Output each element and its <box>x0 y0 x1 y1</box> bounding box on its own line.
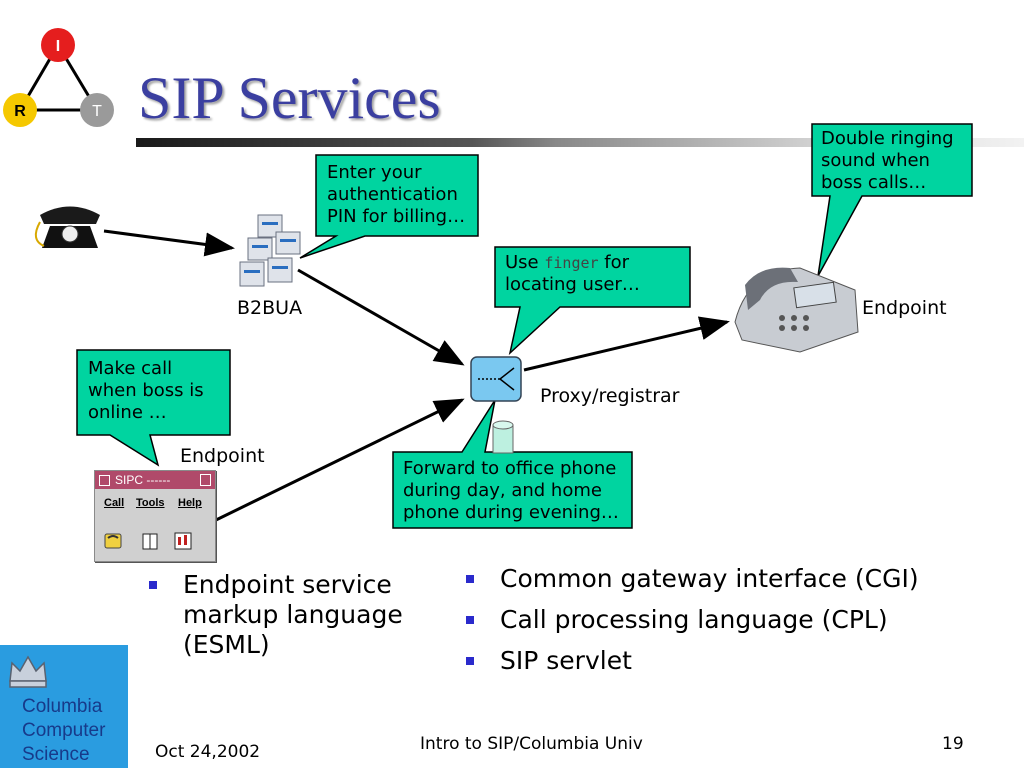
callout-pin: Enter your authentication PIN for billin… <box>327 162 465 228</box>
title-rule-light <box>556 138 1024 147</box>
label-endpoint-left: Endpoint <box>180 445 265 467</box>
sipc-titlebar: SIPC ------ <box>95 471 215 489</box>
callout-finger-pre: Use <box>505 252 539 273</box>
bullet-list-right: Common gateway interface (CGI) Call proc… <box>462 564 982 676</box>
server-stack-icon <box>239 214 301 287</box>
bullet-text: Common gateway interface (CGI) <box>500 564 919 593</box>
irt-logo: I R T <box>3 28 114 127</box>
sipc-call-icon <box>104 533 122 549</box>
footer-page-number: 19 <box>942 734 964 754</box>
callout-double-ring-shape <box>811 123 973 277</box>
bullet-item: SIP servlet <box>462 646 982 676</box>
callout-pin-line: Enter your <box>327 162 422 183</box>
callout-boss-line: when boss is <box>88 380 204 401</box>
logo-line: Computer <box>22 720 106 741</box>
arrow-phone-to-b2bua <box>103 229 235 257</box>
arrow-sipc-to-proxy <box>215 398 465 522</box>
footer-title: Intro to SIP/Columbia Univ <box>420 734 643 754</box>
callout-finger-line2: locating user… <box>505 274 640 295</box>
sipc-toolbar <box>95 529 215 555</box>
bullet-text: Call processing language (CPL) <box>500 605 888 634</box>
columbia-logo: Columbia Computer Science <box>0 645 128 768</box>
callout-forward-line: during day, and home <box>403 480 602 501</box>
logo-letter-i: I <box>56 38 60 55</box>
callout-double-ring-line: Double ringing <box>821 128 954 149</box>
sipc-book-icon <box>142 533 158 550</box>
sipc-maximize-icon[interactable] <box>200 474 211 486</box>
arrow-proxy-to-endpoint <box>523 316 730 372</box>
sipc-menu-tools[interactable]: Tools <box>136 497 165 509</box>
footer-date: Oct 24,2002 <box>155 742 261 762</box>
callout-finger-post: for <box>604 252 630 273</box>
sipc-menu-box-icon <box>99 475 110 486</box>
label-b2bua: B2BUA <box>237 297 303 319</box>
bullet-item: Common gateway interface (CGI) <box>462 564 982 594</box>
label-proxy-registrar: Proxy/registrar <box>540 385 680 407</box>
callout-boss-shape <box>76 349 231 467</box>
proxy-registrar-icon <box>470 356 522 454</box>
sipc-chart-icon <box>174 532 192 550</box>
callout-double-ring-line: boss calls… <box>821 172 927 193</box>
callout-boss-line: Make call <box>88 358 173 379</box>
telephone-icon <box>34 206 100 248</box>
logo-line: Columbia <box>22 696 103 717</box>
logo-line: Science <box>22 744 90 765</box>
sipc-window: SIPC ------ Call Tools Help <box>94 470 216 562</box>
slide-title: SIP Services <box>138 65 441 131</box>
bullet-square-icon <box>149 581 157 589</box>
bullet-list-left: Endpoint service markup language (ESML) <box>145 570 435 660</box>
title-rule-dark <box>136 138 556 147</box>
callout-double-ring-line: sound when <box>821 150 930 171</box>
callout-pin-shape <box>299 154 479 259</box>
callout-forward-shape <box>392 399 633 529</box>
logo-letter-t: T <box>92 103 102 120</box>
sipc-menu-help[interactable]: Help <box>178 497 202 509</box>
callout-boss-line: online … <box>88 402 167 423</box>
logo-letter-r: R <box>14 103 26 120</box>
callout-finger: Use finger for locating user… <box>505 252 640 296</box>
callout-forward-line: Forward to office phone <box>403 458 617 479</box>
callout-finger-shape <box>494 246 691 356</box>
bullet-item: Call processing language (CPL) <box>462 605 982 635</box>
callout-double-ring: Double ringing sound when boss calls… <box>821 128 954 194</box>
sipc-title-text: SIPC ------ <box>115 473 171 487</box>
callout-pin-line: PIN for billing… <box>327 206 466 227</box>
callout-finger-code: finger <box>544 254 599 272</box>
callout-pin-line: authentication <box>327 184 458 205</box>
callout-forward-line: phone during evening… <box>403 502 619 523</box>
label-endpoint-right: Endpoint <box>862 297 947 319</box>
sipc-menu-call[interactable]: Call <box>104 497 125 509</box>
crown-icon <box>9 655 47 688</box>
arrow-b2bua-to-proxy <box>297 268 465 366</box>
bullet-text: Endpoint service markup language (ESML) <box>183 570 403 659</box>
bullet-square-icon <box>466 657 474 665</box>
bullet-text: SIP servlet <box>500 646 632 675</box>
callout-forward: Forward to office phone during day, and … <box>403 458 619 524</box>
ip-phone-icon <box>734 267 859 353</box>
bullet-item: Endpoint service markup language (ESML) <box>145 570 435 660</box>
bullet-square-icon <box>466 575 474 583</box>
callout-boss-online: Make call when boss is online … <box>88 358 204 424</box>
bullet-square-icon <box>466 616 474 624</box>
